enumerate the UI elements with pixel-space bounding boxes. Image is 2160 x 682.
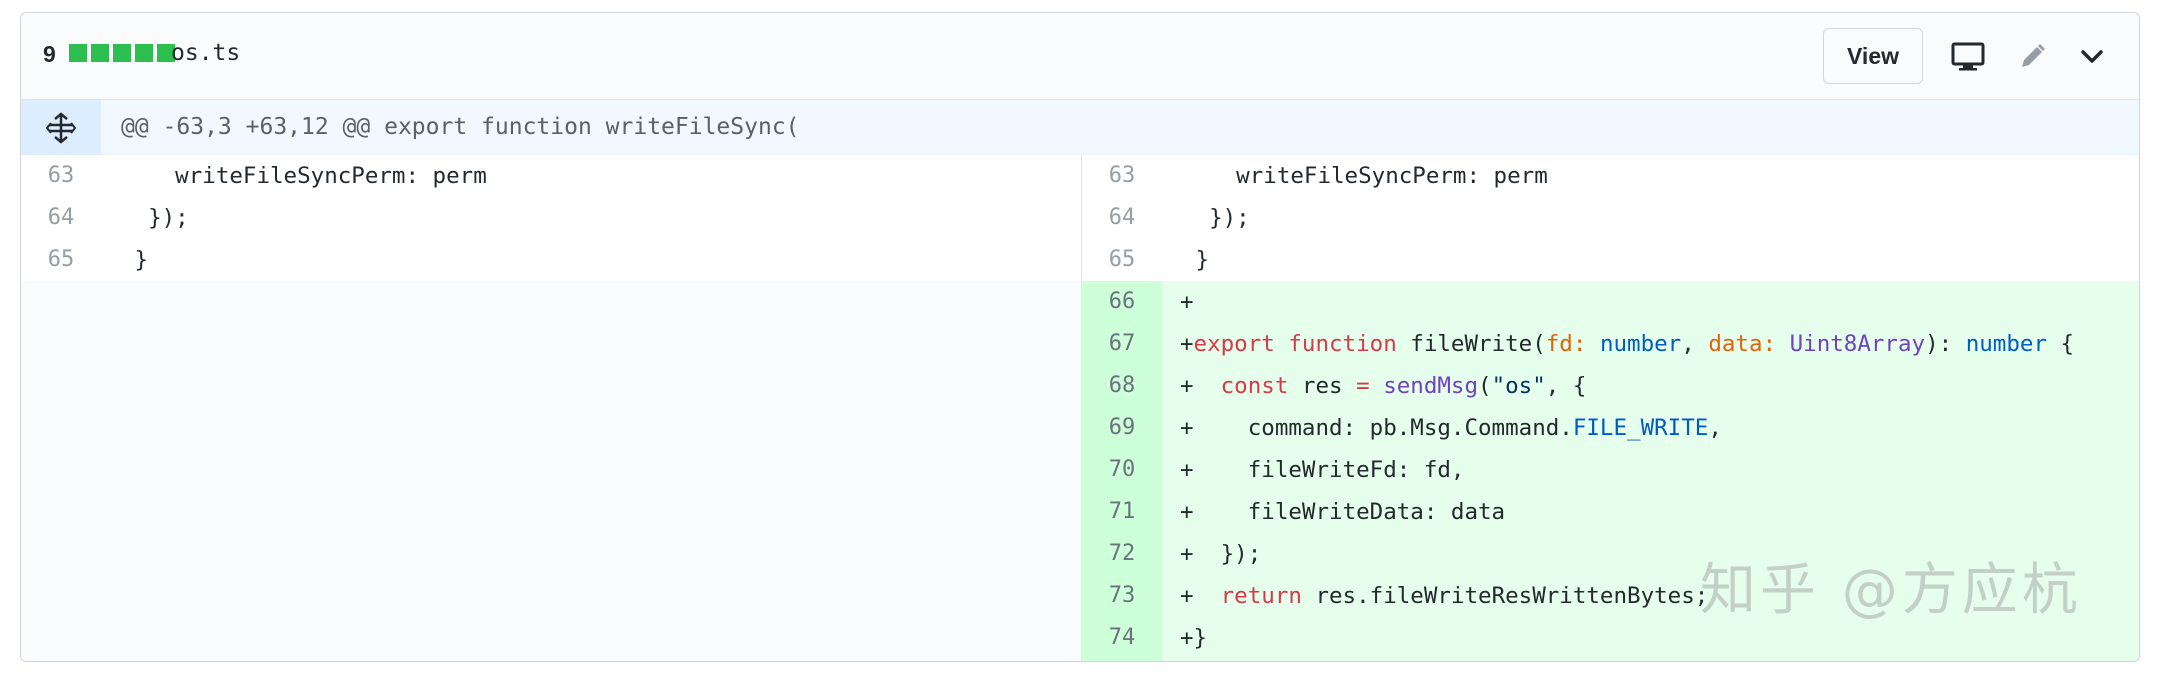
- code-line: +export function fileWrite(fd: number, d…: [1180, 323, 2074, 365]
- added-row: 69 + command: pb.Msg.Command.FILE_WRITE,: [1082, 407, 2139, 449]
- added-row: 70 + fileWriteFd: fd,: [1082, 449, 2139, 491]
- code-token: +: [1180, 373, 1221, 399]
- diff-row: 63 writeFileSyncPerm: perm: [1082, 155, 2139, 197]
- line-number[interactable]: 72: [1082, 533, 1162, 575]
- line-number[interactable]: 67: [1082, 323, 1162, 365]
- hunk-header-text: @@ -63,3 +63,12 @@ export function write…: [121, 114, 800, 140]
- code-token: number: [1599, 331, 1682, 357]
- file-name[interactable]: os.ts: [171, 40, 241, 66]
- watermark: 知乎 @方应杭: [1700, 558, 2082, 623]
- code-token: (: [1478, 373, 1492, 399]
- line-number[interactable]: 63: [1108, 163, 1136, 188]
- code-token: "os": [1491, 373, 1546, 399]
- code-token: + command: pb.Msg.Command.: [1180, 415, 1573, 441]
- code-line: + const res = sendMsg("os", {: [1180, 365, 1586, 407]
- code-line: writeFileSyncPerm: perm: [1182, 163, 1548, 189]
- diffstat-block: [113, 44, 131, 62]
- line-number[interactable]: 63: [47, 163, 75, 188]
- code-line: }: [121, 247, 149, 273]
- line-number[interactable]: 70: [1082, 449, 1162, 491]
- chevron-down-icon[interactable]: [2073, 39, 2111, 75]
- desktop-icon[interactable]: [1949, 39, 1987, 75]
- view-button[interactable]: View: [1823, 28, 1923, 84]
- hunk-header: @@ -63,3 +63,12 @@ export function write…: [21, 100, 2139, 155]
- diffstat-block: [157, 44, 175, 62]
- diffstat-block: [91, 44, 109, 62]
- code-token: ,: [1708, 415, 1722, 441]
- code-line: + fileWriteFd: fd,: [1180, 457, 1465, 483]
- line-number[interactable]: 73: [1082, 575, 1162, 617]
- line-number[interactable]: 66: [1082, 281, 1162, 323]
- code-token: , {: [1545, 373, 1587, 399]
- code-token: fd:: [1545, 331, 1587, 357]
- line-number[interactable]: 64: [47, 205, 75, 230]
- code-token: {: [2047, 331, 2075, 357]
- code-token: FILE_WRITE: [1572, 415, 1709, 441]
- diffstat-block: [69, 44, 87, 62]
- left-side: 63 writeFileSyncPerm: perm 64 }); 65 }: [21, 155, 1081, 661]
- code-token: fileWrite(: [1396, 331, 1546, 357]
- code-token: export: [1193, 331, 1275, 357]
- code-token: res.fileWriteResWrittenBytes;: [1301, 583, 1709, 609]
- code-line: }: [1182, 247, 1210, 273]
- diff-row: 64 });: [1082, 197, 2139, 239]
- code-token: +: [1180, 583, 1221, 609]
- diff-row: 64 });: [21, 197, 1081, 239]
- expand-icon[interactable]: [21, 100, 101, 155]
- code-token: sendMsg: [1383, 373, 1479, 399]
- added-row: 73 + return res.fileWriteResWrittenBytes…: [1082, 575, 2139, 617]
- code-line: });: [121, 205, 189, 231]
- code-token: res: [1288, 373, 1357, 399]
- code-token: number: [1965, 331, 2047, 357]
- line-number[interactable]: 68: [1082, 365, 1162, 407]
- diff-row: 65 }: [1082, 239, 2139, 281]
- code-line: writeFileSyncPerm: perm: [121, 163, 487, 189]
- diff-row: 65 }: [21, 239, 1081, 281]
- code-token: ):: [1925, 331, 1966, 357]
- code-token: Uint8Array: [1789, 331, 1926, 357]
- right-side: 63 writeFileSyncPerm: perm 64 }); 65 } 6…: [1081, 155, 2139, 661]
- code-token: const: [1220, 373, 1289, 399]
- code-token: =: [1356, 373, 1370, 399]
- code-token: data:: [1708, 331, 1777, 357]
- added-row: 67 +export function fileWrite(fd: number…: [1082, 323, 2139, 365]
- pencil-icon[interactable]: [2013, 39, 2051, 75]
- code-token: [1776, 331, 1790, 357]
- diffstat: [69, 44, 175, 62]
- changes-count: 9: [43, 41, 56, 67]
- added-row: 72 + });: [1082, 533, 2139, 575]
- code-token: ,: [1681, 331, 1709, 357]
- line-number[interactable]: 69: [1082, 407, 1162, 449]
- code-line: + return res.fileWriteResWrittenBytes;: [1180, 575, 1708, 617]
- line-number[interactable]: 65: [1108, 247, 1136, 272]
- code-line: });: [1182, 205, 1250, 231]
- added-row: 71 + fileWriteData: data: [1082, 491, 2139, 533]
- code-line: + command: pb.Msg.Command.FILE_WRITE,: [1180, 407, 1722, 449]
- diffstat-block: [135, 44, 153, 62]
- line-number[interactable]: 64: [1108, 205, 1136, 230]
- code-line: + fileWriteData: data: [1180, 499, 1506, 525]
- code-token: [1275, 331, 1289, 357]
- code-token: +: [1180, 331, 1194, 357]
- code-token: return: [1220, 583, 1302, 609]
- line-number[interactable]: 74: [1082, 617, 1162, 661]
- empty-side: [21, 281, 1081, 661]
- line-number[interactable]: 71: [1082, 491, 1162, 533]
- code-token: [1370, 373, 1384, 399]
- code-line: +: [1180, 289, 1194, 315]
- code-token: [1586, 331, 1600, 357]
- line-number[interactable]: 65: [47, 247, 75, 272]
- added-row: 74 +}: [1082, 617, 2139, 661]
- code-line: +}: [1180, 625, 1208, 651]
- file-header: 9 os.ts View: [21, 13, 2139, 100]
- diff-file: 9 os.ts View: [20, 12, 2140, 662]
- code-line: + });: [1180, 541, 1262, 567]
- diff-row: 63 writeFileSyncPerm: perm: [21, 155, 1081, 197]
- code-token: function: [1288, 331, 1397, 357]
- added-row: 68 + const res = sendMsg("os", {: [1082, 365, 2139, 407]
- added-row: 66 +: [1082, 281, 2139, 323]
